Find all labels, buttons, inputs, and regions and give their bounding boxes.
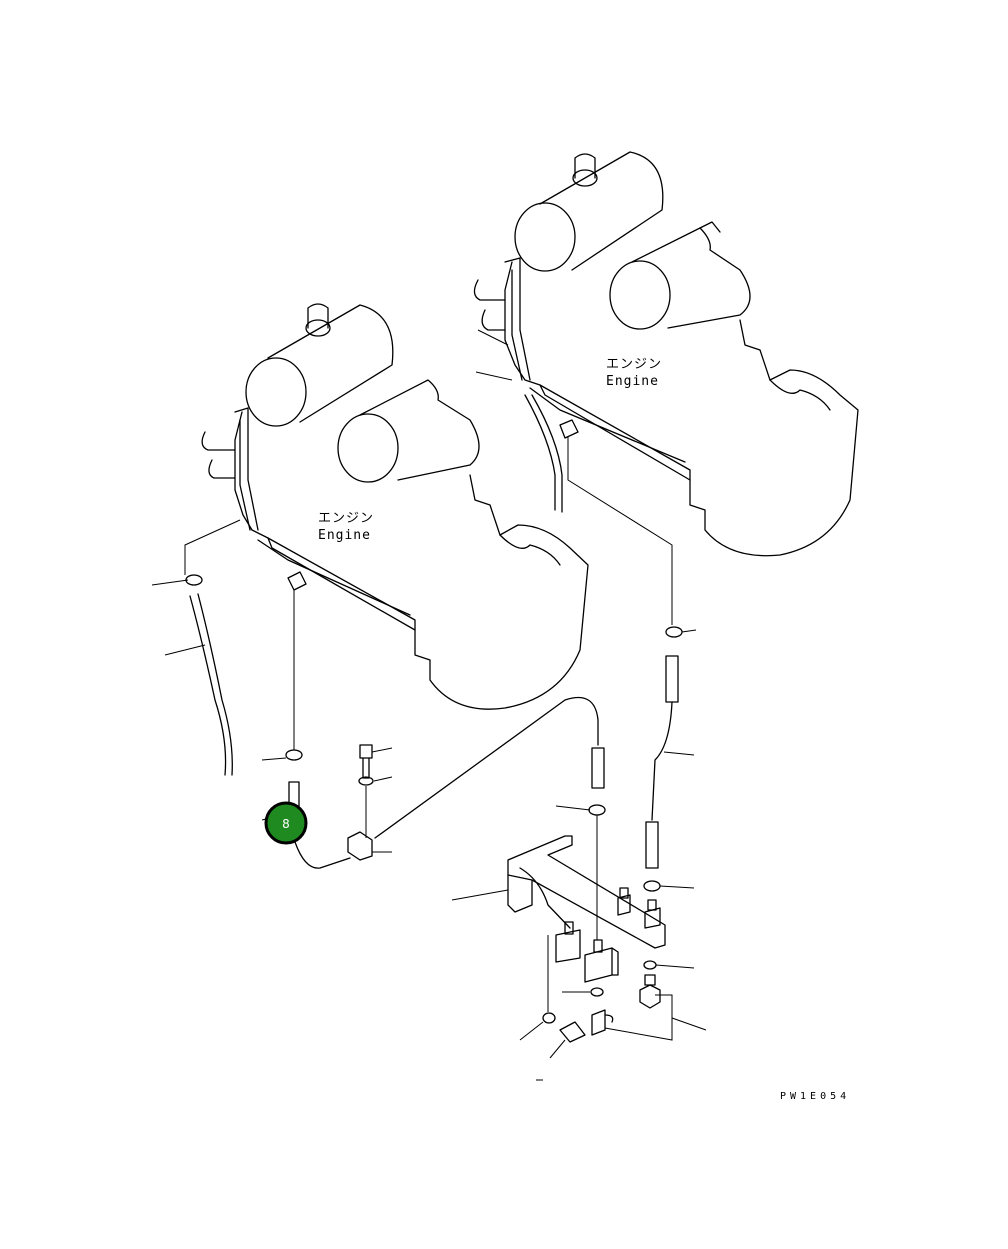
center-parts bbox=[261, 696, 599, 869]
engine-front bbox=[201, 303, 589, 750]
engine-rear bbox=[473, 151, 859, 625]
engine-label-en: Engine bbox=[606, 374, 659, 389]
engine-label-ja: エンジン bbox=[606, 357, 662, 372]
engine-label-en: Engine bbox=[318, 528, 371, 543]
right-tubes bbox=[555, 626, 697, 940]
callout-number: 8 bbox=[282, 817, 290, 831]
engine-label-front: エンジン Engine bbox=[318, 511, 374, 543]
drawing-code: PW1E054 bbox=[780, 1091, 850, 1102]
valve-bracket bbox=[451, 835, 666, 983]
callout-8[interactable]: 8 bbox=[261, 801, 308, 845]
small-hardware bbox=[519, 935, 707, 1081]
engine-label-rear: エンジン Engine bbox=[606, 357, 662, 389]
left-tube-assembly bbox=[151, 519, 241, 776]
engine-label-ja: エンジン bbox=[318, 511, 374, 526]
